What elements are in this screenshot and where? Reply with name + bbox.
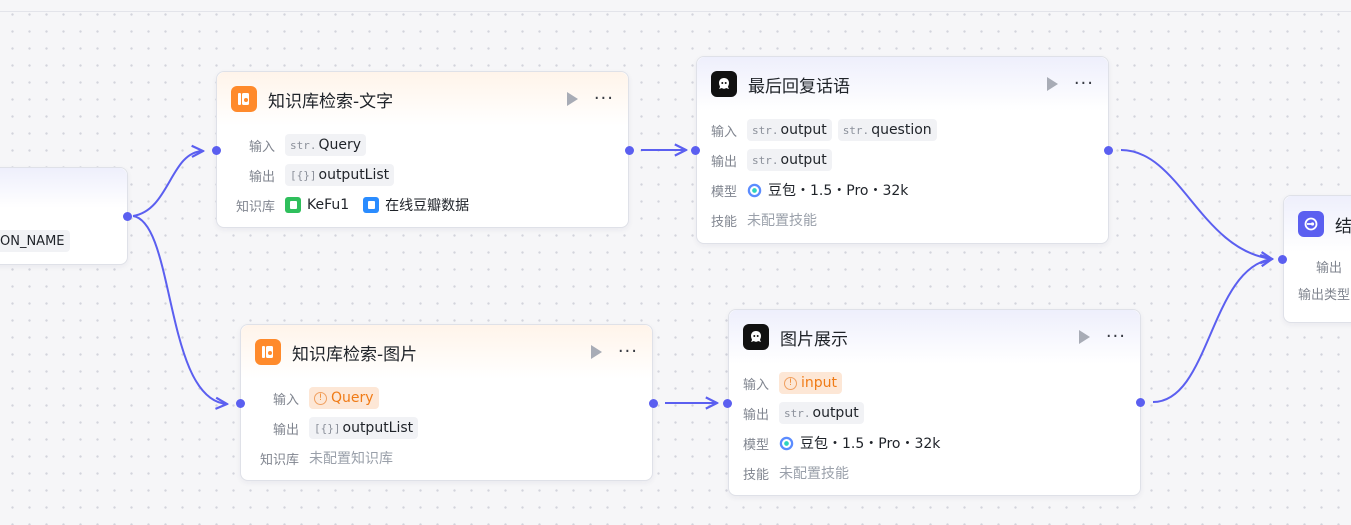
model-value: 豆包・1.5・Pro・32k	[779, 433, 940, 453]
edge-image-node-to-end	[1152, 259, 1272, 403]
reply-output-port[interactable]	[1104, 146, 1113, 155]
output-type-label: 输出类型	[1298, 287, 1351, 303]
input-variable: str.output	[747, 119, 832, 141]
model-label: 模型	[743, 437, 770, 453]
input-label: 输入	[248, 139, 275, 155]
kb-item-douban: 在线豆瓣数据	[363, 195, 469, 215]
output-variable: str.output	[747, 149, 832, 171]
reply-input-port[interactable]	[691, 146, 700, 155]
kb-image-input-port[interactable]	[236, 399, 245, 408]
image-node-output-port[interactable]	[1136, 398, 1145, 407]
edge-start-to-kb-text	[132, 151, 203, 217]
llm-bot-icon	[743, 324, 769, 350]
kb-label: 知识库	[235, 199, 275, 215]
doubao-model-icon	[779, 436, 794, 450]
run-icon[interactable]	[1046, 77, 1058, 91]
kb-image-node[interactable]: 知识库检索-图片 ··· 输入 !Query 输出 [{}]outputList…	[240, 324, 653, 481]
start-output-port[interactable]	[123, 212, 132, 221]
kb-item-kefu1: KeFu1	[285, 197, 349, 213]
more-icon[interactable]: ···	[1105, 326, 1126, 347]
canvas-top-bar	[0, 0, 1351, 12]
output-label: 输出	[272, 422, 299, 438]
node-title: 结	[1335, 216, 1351, 237]
skill-label: 技能	[743, 467, 770, 483]
input-variable-warning: !Query	[309, 387, 379, 409]
output-label: 输出	[248, 169, 275, 185]
run-icon[interactable]	[590, 345, 602, 359]
input-label: 输入	[272, 392, 299, 408]
kb-text-node[interactable]: 知识库检索-文字 ··· 输入 str.Query 输出 [{}]outputL…	[216, 71, 629, 228]
warning-icon: !	[784, 376, 797, 390]
image-node-input-port[interactable]	[723, 399, 732, 408]
skill-empty: 未配置技能	[747, 213, 817, 229]
start-node[interactable]: ON_NAME	[0, 167, 128, 265]
kb-text-output-port[interactable]	[625, 146, 634, 155]
start-variable: ON_NAME	[0, 230, 70, 252]
kb-label: 知识库	[259, 452, 299, 468]
edge-start-to-kb-image	[132, 215, 227, 404]
model-value: 豆包・1.5・Pro・32k	[747, 180, 908, 200]
kb-empty: 未配置知识库	[309, 451, 393, 467]
knowledge-base-icon	[231, 86, 257, 112]
skill-label: 技能	[711, 214, 738, 230]
output-label: 输出	[711, 154, 738, 170]
run-icon[interactable]	[566, 92, 578, 106]
input-variable: str.Query	[285, 134, 367, 156]
reply-llm-node[interactable]: 最后回复话语 ··· 输入 str.output str.question 输出…	[696, 56, 1109, 244]
kb-doc-icon	[285, 197, 301, 213]
output-label: 输出	[1315, 260, 1342, 276]
kb-doc-icon	[363, 197, 380, 213]
input-variable: str.question	[837, 119, 937, 141]
end-node[interactable]: 结 输出 输出类型	[1283, 195, 1351, 323]
run-icon[interactable]	[1078, 330, 1090, 344]
node-title: 图片展示	[780, 329, 848, 350]
more-icon[interactable]: ···	[593, 88, 614, 109]
kb-text-input-port[interactable]	[212, 146, 221, 155]
input-label: 输入	[711, 124, 738, 140]
more-icon[interactable]: ···	[617, 341, 638, 362]
output-variable: str.output	[779, 402, 864, 424]
node-title: 知识库检索-图片	[292, 344, 418, 365]
input-variable-warning: !input	[779, 372, 843, 394]
image-llm-node[interactable]: 图片展示 ··· 输入 !input 输出 str.output 模型 豆包・1…	[728, 309, 1141, 496]
knowledge-base-icon	[255, 339, 281, 365]
end-input-port[interactable]	[1278, 255, 1287, 264]
output-variable: [{}]outputList	[285, 164, 395, 186]
more-icon[interactable]: ···	[1073, 73, 1094, 94]
edge-reply-to-end	[1120, 149, 1272, 259]
llm-bot-icon	[711, 71, 737, 97]
skill-empty: 未配置技能	[779, 466, 849, 482]
node-title: 知识库检索-文字	[268, 91, 394, 112]
output-label: 输出	[743, 407, 770, 423]
node-title: 最后回复话语	[748, 76, 850, 97]
end-icon	[1298, 211, 1324, 237]
kb-image-output-port[interactable]	[649, 399, 658, 408]
warning-icon: !	[314, 391, 327, 405]
input-label: 输入	[743, 377, 770, 393]
doubao-model-icon	[747, 183, 762, 197]
output-variable: [{}]outputList	[309, 417, 419, 439]
model-label: 模型	[711, 184, 738, 200]
